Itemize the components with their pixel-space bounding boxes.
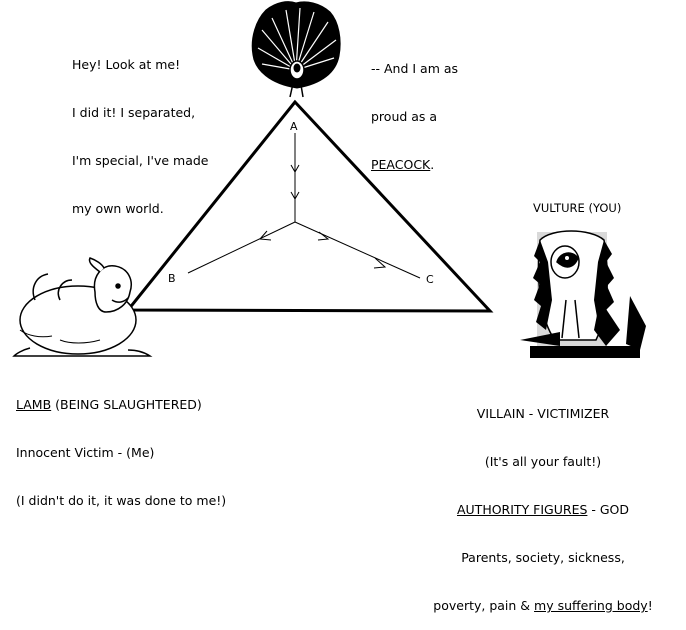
peacock-claim-line: proud as a <box>371 109 438 124</box>
villain-caption: VILLAIN - VICTIMIZER (It's all your faul… <box>412 374 674 630</box>
drama-triangle <box>124 99 494 313</box>
villain-title: VILLAIN - VICTIMIZER <box>476 406 610 421</box>
vertex-label-c: C <box>426 273 434 286</box>
lamb-role: Innocent Victim - (Me) <box>16 445 155 460</box>
peacock-period: . <box>430 157 435 172</box>
vulture-icon <box>520 230 646 358</box>
peacock-speech-line: Hey! Look at me! <box>72 57 181 72</box>
authority-list-1: Parents, society, sickness, <box>461 550 625 565</box>
lamb-caption: LAMB (BEING SLAUGHTERED) Innocent Victim… <box>16 365 226 525</box>
villain-quote: (It's all your fault!) <box>484 454 602 469</box>
suffering-body: my suffering body <box>534 598 648 613</box>
diagram-canvas <box>12 1 646 358</box>
authority-title: AUTHORITY FIGURES <box>456 502 588 517</box>
peacock-speech: Hey! Look at me! I did it! I separated, … <box>72 25 208 233</box>
lamb-quote: (I didn't do it, it was done to me!) <box>16 493 227 508</box>
vertex-label-b: B <box>168 272 176 285</box>
peacock-speech-line: my own world. <box>72 201 164 216</box>
center-arrows <box>187 133 421 279</box>
vertex-label-a: A <box>290 120 298 133</box>
lamb-title: LAMB <box>16 397 52 412</box>
peacock-claim-line3: PEACOCK. <box>371 157 458 173</box>
peacock-icon <box>251 1 341 98</box>
lamb-title-rest: (BEING SLAUGHTERED) <box>51 397 202 412</box>
vulture-title: VULTURE (YOU) <box>533 201 622 215</box>
authority-list-2: poverty, pain & my suffering body! <box>412 598 674 614</box>
lamb-title-line: LAMB (BEING SLAUGHTERED) <box>16 397 226 413</box>
peacock-claim: -- And I am as proud as a PEACOCK. <box>371 29 458 189</box>
authority-rest: - GOD <box>587 502 630 517</box>
peacock-word: PEACOCK <box>371 157 431 172</box>
peacock-claim-line: -- And I am as <box>371 61 459 76</box>
peacock-speech-line: I'm special, I've made <box>72 153 209 168</box>
authority-line: AUTHORITY FIGURES - GOD <box>412 502 674 518</box>
authority-list-start: poverty, pain & <box>433 598 535 613</box>
peacock-speech-line: I did it! I separated, <box>72 105 196 120</box>
lamb-icon <box>12 257 153 357</box>
authority-list-end: ! <box>647 598 653 613</box>
